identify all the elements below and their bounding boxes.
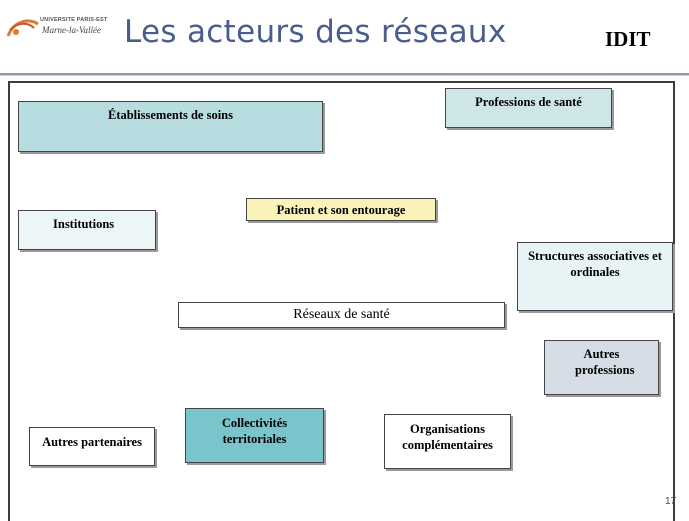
slide-title: Les acteurs des réseaux xyxy=(124,14,507,50)
node-structures: Structures associatives et ordinales xyxy=(517,242,673,311)
node-label: Établissements de soins xyxy=(107,108,234,122)
node-label: Réseaux de santé xyxy=(293,307,390,322)
node-professions-sante: Professions de santé xyxy=(445,88,612,128)
logo-line2: Marne-la-Vallée xyxy=(42,25,101,35)
node-reseaux: Réseaux de santé xyxy=(178,302,505,328)
node-autres-partenaires: Autres partenaires xyxy=(29,427,155,466)
header-divider xyxy=(0,73,689,75)
node-organisations: Organisations complémentaires xyxy=(384,414,511,469)
node-label: Autres professions xyxy=(575,347,635,377)
node-autres-professions: Autres professions xyxy=(544,340,659,395)
node-institutions: Institutions xyxy=(18,210,156,250)
logo-swirl-icon xyxy=(6,19,39,37)
node-label: Organisations complémentaires xyxy=(402,422,493,452)
logo-line1: UNIVERSITE PARIS-EST xyxy=(40,17,108,23)
page-number: 17 xyxy=(665,496,677,507)
node-label: Collectivités territoriales xyxy=(221,416,288,446)
node-collectivites: Collectivités territoriales xyxy=(185,408,324,463)
node-label: Institutions xyxy=(53,217,115,231)
node-patient: Patient et son entourage xyxy=(246,198,436,221)
node-label: Professions de santé xyxy=(475,95,582,109)
diagram-frame xyxy=(8,81,675,521)
node-label: Structures associatives et ordinales xyxy=(528,249,662,279)
university-logo: UNIVERSITE PARIS-EST Marne-la-Vallée xyxy=(4,10,107,50)
node-label: Autres partenaires xyxy=(42,435,142,449)
node-label: Patient et son entourage xyxy=(276,203,406,217)
node-etablissements: Établissements de soins xyxy=(18,101,323,152)
header-divider-shadow xyxy=(0,75,689,76)
idit-badge: IDIT xyxy=(605,27,651,51)
